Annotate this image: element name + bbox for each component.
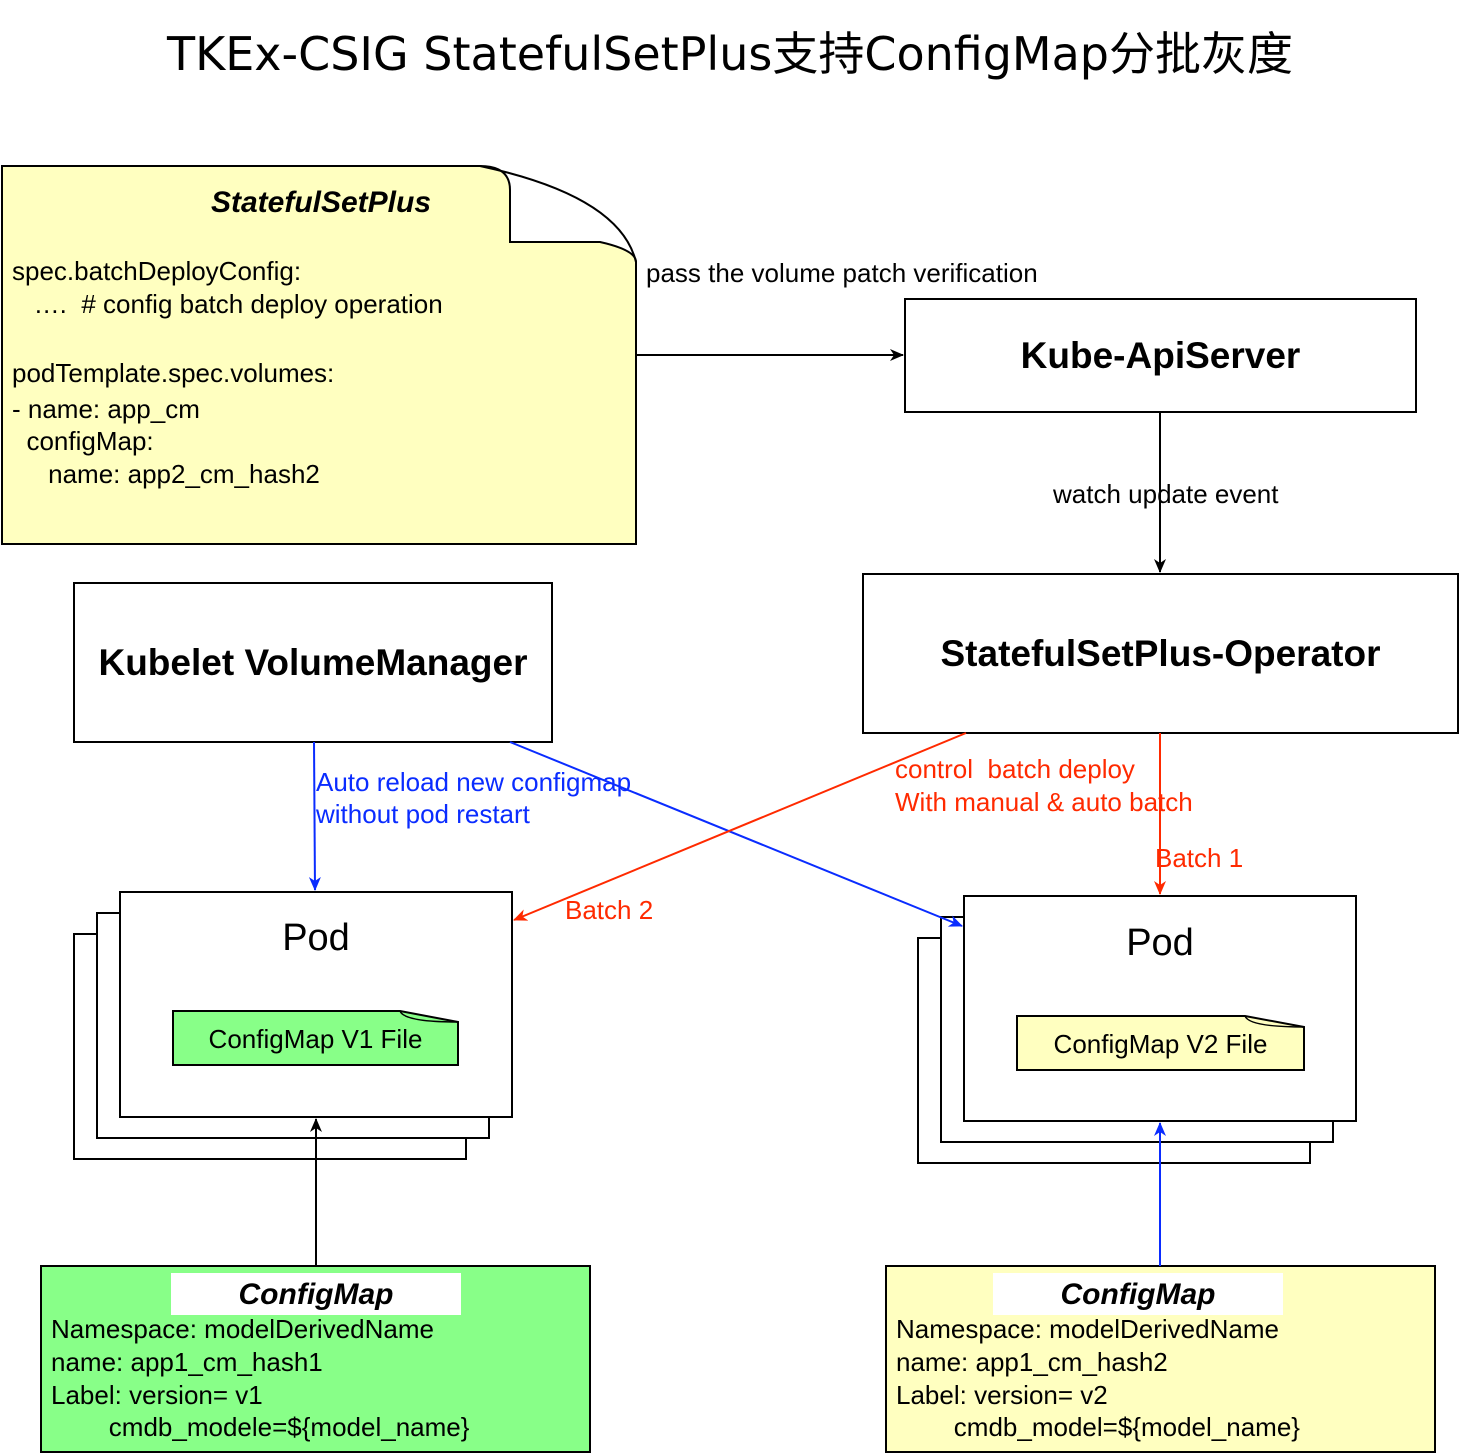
configmap-v1-file-fold [399,1010,459,1023]
configmap-right-title: ConfigMap [993,1273,1283,1315]
edge-label-batch-2: Batch 2 [565,895,654,925]
edge-label-auto-reload: Auto reload new configmap [316,767,632,797]
edge-label-batch-1: Batch 1 [1155,843,1244,873]
pod-left-title: Pod [282,917,350,959]
configmap-right-line: Label: version= v2 [896,1380,1108,1410]
configmap-v2-file-shape [1016,1015,1305,1071]
pod-left-box [119,891,513,1118]
configmap-right-line: Namespace: modelDerivedName [896,1314,1279,1344]
edge-label-pass-verification: pass the volume patch verification [646,258,1038,288]
kubelet-label: Kubelet VolumeManager [98,641,528,683]
note-line: - name: app_cm [12,394,200,424]
configmap-v1-file-label: ConfigMap V1 File [208,1024,423,1054]
statefulset-note-title: StatefulSetPlus [210,186,432,219]
configmap-left-title: ConfigMap [171,1273,461,1315]
configmap-v2-file-fold [1244,1015,1305,1028]
arrow-kubelet-to-right-pod [509,741,963,927]
note-line: podTemplate.spec.volumes: [12,358,335,388]
configmap-v1-file-shape [172,1010,459,1066]
configmap-left-line: cmdb_modele=${model_name} [51,1412,470,1442]
configmap-left-line: Label: version= v1 [51,1380,263,1410]
page-title: TKEx-CSIG StatefulSetPlus支持ConfigMap分批灰度 [166,27,1294,81]
operator-label: StatefulSetPlus-Operator [940,632,1381,674]
configmap-left-line: Namespace: modelDerivedName [51,1314,434,1344]
edge-label-auto-reload: without pod restart [316,799,530,829]
arrow-kubelet-to-left-pod [308,741,321,891]
note-line: configMap: [12,426,154,456]
kube-apiserver-label: Kube-ApiServer [1020,334,1301,376]
edge-label-control-batch: control batch deploy [895,754,1135,784]
note-line: …. # config batch deploy operation [12,289,443,319]
configmap-right-line: cmdb_model=${model_name} [896,1412,1300,1442]
kube-apiserver-box [904,298,1417,413]
note-line: name: app2_cm_hash2 [12,459,320,489]
pod-right-title: Pod [1126,922,1194,964]
pod-right-box [963,895,1357,1122]
configmap-right-line: name: app1_cm_hash2 [896,1347,1168,1377]
edge-label-control-batch: With manual & auto batch [895,787,1193,817]
operator-box [862,573,1459,734]
edge-label-watch-update: watch update event [1053,479,1279,509]
arrow-operator-to-left-pod [513,732,967,921]
note-line: spec.batchDeployConfig: [12,256,302,286]
configmap-v2-file-label: ConfigMap V2 File [1053,1029,1268,1059]
statefulset-note-fold [479,165,637,263]
kubelet-box [73,582,553,743]
configmap-left-line: name: app1_cm_hash1 [51,1347,323,1377]
